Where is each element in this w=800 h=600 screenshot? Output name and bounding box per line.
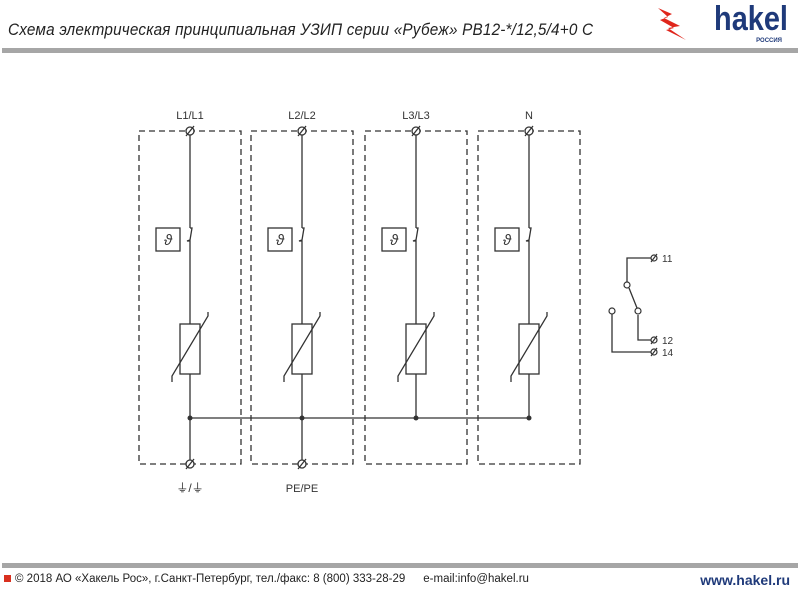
varistor bbox=[518, 323, 540, 375]
thermal-disconnector-box bbox=[381, 227, 407, 252]
varistor-arrow bbox=[397, 312, 435, 382]
top-terminal-slash bbox=[185, 125, 195, 137]
footer-copyright: © 2018 АО «Хакель Рос», г.Санкт-Петербур… bbox=[15, 573, 406, 585]
thermal-symbol: ϑ bbox=[276, 232, 285, 249]
contact-terminal-slash bbox=[650, 347, 658, 357]
footer: © 2018 АО «Хакель Рос», г.Санкт-Петербур… bbox=[4, 573, 529, 585]
varistor-arrow bbox=[510, 312, 548, 382]
thermal-switch bbox=[412, 227, 419, 324]
top-terminal-slash bbox=[411, 125, 421, 137]
thermal-disconnector-box bbox=[494, 227, 520, 252]
pe-label: PE/PE bbox=[286, 483, 318, 495]
contact-wire-11 bbox=[626, 257, 654, 282]
thermal-switch bbox=[186, 227, 193, 324]
contact-node bbox=[634, 307, 642, 315]
varistor bbox=[179, 323, 201, 375]
thermal-symbol: ϑ bbox=[390, 232, 399, 249]
header-divider bbox=[2, 48, 798, 53]
varistor bbox=[405, 323, 427, 375]
contact-wire-12 bbox=[637, 315, 654, 341]
hakel-logo: hakel РОССИЯ bbox=[648, 0, 788, 44]
thermal-disconnector-box bbox=[155, 227, 181, 252]
varistor-arrow bbox=[171, 312, 209, 382]
pole-label: L3/L3 bbox=[402, 110, 430, 122]
pole-label: L2/L2 bbox=[288, 110, 316, 122]
thermal-symbol: ϑ bbox=[503, 232, 512, 249]
thermal-switch bbox=[298, 227, 305, 324]
footer-website[interactable]: www.hakel.ru bbox=[700, 572, 790, 588]
varistor-arrow bbox=[283, 312, 321, 382]
footer-divider bbox=[2, 563, 798, 568]
page-title: Схема электрическая принципиальная УЗИП … bbox=[8, 20, 594, 39]
ground-label: ⏚/⏚ bbox=[176, 481, 203, 495]
thermal-disconnector-box bbox=[267, 227, 293, 252]
bullet-icon bbox=[4, 575, 11, 582]
thermal-symbol: ϑ bbox=[164, 232, 173, 249]
logo-subtitle: РОССИЯ bbox=[756, 38, 782, 44]
varistor bbox=[291, 323, 313, 375]
contact-label-14: 14 bbox=[662, 348, 674, 359]
bottom-terminal-slash bbox=[185, 458, 195, 470]
bottom-terminal-slash bbox=[297, 458, 307, 470]
contact-node bbox=[608, 307, 616, 315]
top-terminal-slash bbox=[297, 125, 307, 137]
contact-node bbox=[623, 281, 631, 289]
contact-label-12: 12 bbox=[662, 336, 674, 347]
top-terminal-slash bbox=[524, 125, 534, 137]
contact-terminal-slash bbox=[650, 253, 658, 263]
pole-label: L1/L1 bbox=[176, 110, 204, 122]
contact-switch-blade bbox=[628, 287, 638, 309]
contact-wire-14 bbox=[611, 314, 654, 353]
pole-label: N bbox=[525, 110, 533, 122]
contact-terminal-slash bbox=[650, 335, 658, 345]
lightning-icon bbox=[658, 8, 686, 40]
footer-email[interactable]: e-mail:info@hakel.ru bbox=[423, 573, 529, 585]
logo-wordmark: hakel bbox=[714, 0, 788, 38]
contact-label-11: 11 bbox=[662, 254, 673, 265]
thermal-switch bbox=[525, 227, 532, 324]
